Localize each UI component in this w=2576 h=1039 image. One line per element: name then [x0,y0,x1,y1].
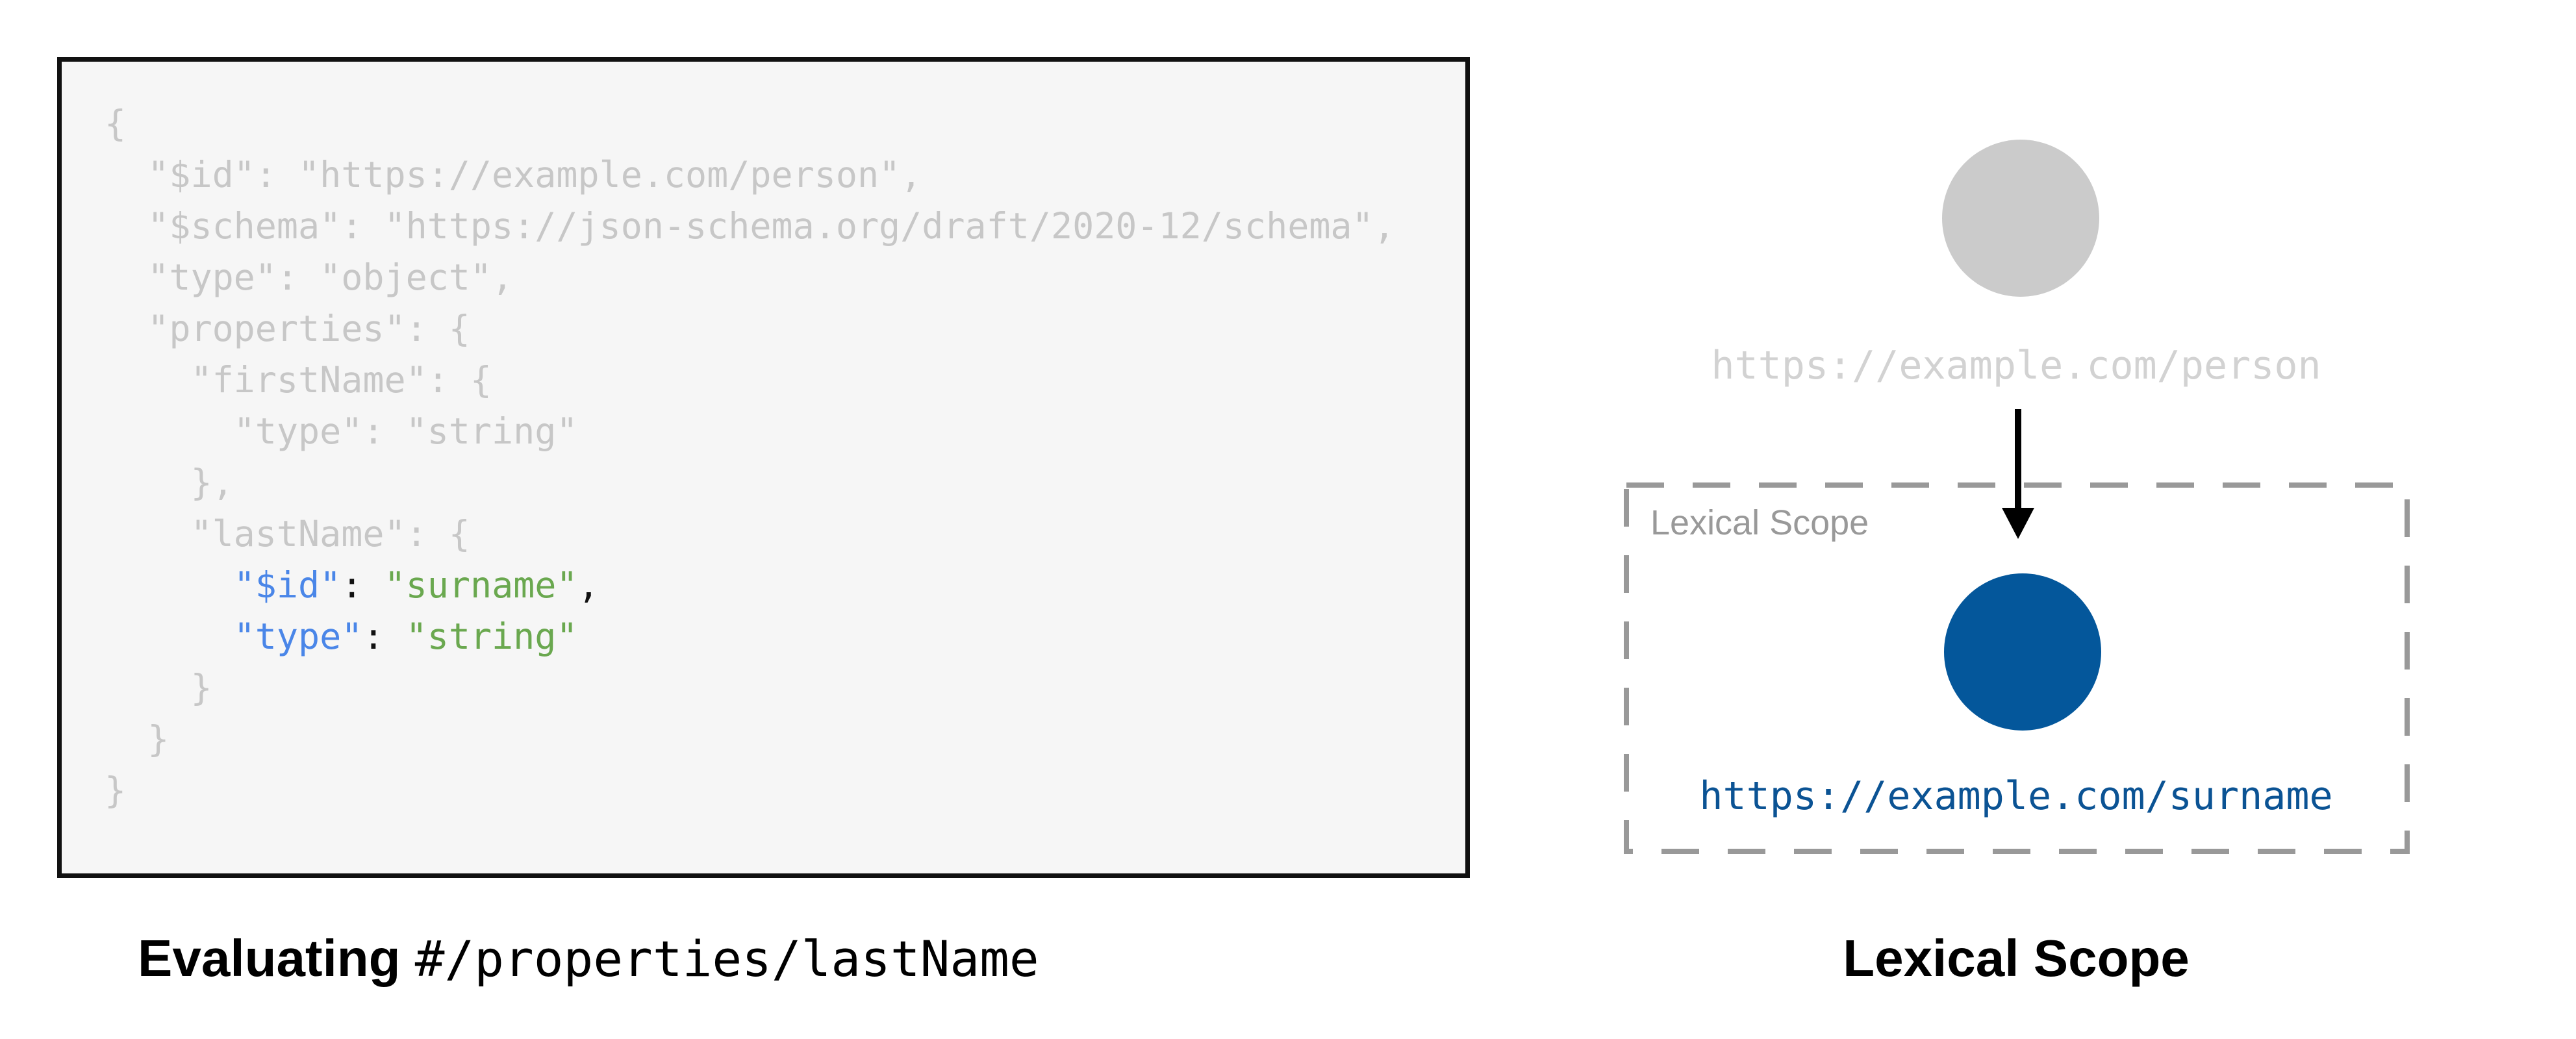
code-line: "$id": "https://example.com/person", [105,149,1452,201]
code-line: "type": "string" [105,406,1452,457]
down-arrow-icon [2002,409,2034,539]
code-line: "lastName": { [105,508,1452,560]
code-token: "type": "object", [105,257,514,298]
code-line: { [105,98,1452,149]
code-token: "properties": { [105,308,470,349]
code-token: } [105,718,170,760]
person-schema-node-circle [1942,140,2099,297]
code-token: "$schema": "https://json-schema.org/draf… [105,205,1395,247]
person-schema-uri-label: https://example.com/person [1711,343,2321,388]
caption-evaluating-label: Evaluating [138,929,415,987]
code-line: "type": "object", [105,252,1452,303]
left-figure-caption: Evaluating #/properties/lastName [138,930,1039,988]
code-token: "type" [233,616,363,657]
code-content: { "$id": "https://example.com/person", "… [105,98,1452,816]
code-token: "type": "string" [105,410,578,452]
code-line: "firstName": { [105,355,1452,406]
code-token [105,564,234,606]
right-figure-caption: Lexical Scope [1843,929,2190,987]
code-token: "$id": "https://example.com/person", [105,154,922,195]
caption-json-pointer: #/properties/lastName [414,930,1039,988]
code-token: : [362,616,406,657]
code-token: "$id" [233,564,342,606]
lexical-scope-dashed-box [1624,482,2410,854]
lexical-scope-box-label: Lexical Scope [1650,503,1869,542]
code-token: "firstName": { [105,359,492,401]
code-token: { [105,103,127,144]
code-line: "$id": "surname", [105,560,1452,611]
code-token: : [341,564,385,606]
code-token: } [105,667,212,708]
code-token: , [577,564,600,606]
code-token: "surname" [384,564,578,606]
code-line: } [105,662,1452,714]
code-token [105,616,234,657]
code-line: }, [105,457,1452,508]
code-token: "lastName": { [105,513,470,555]
code-token: "string" [405,616,578,657]
code-line: "properties": { [105,303,1452,355]
surname-schema-node-circle [1944,573,2101,731]
code-line: "type": "string" [105,611,1452,662]
code-token: }, [105,462,234,503]
code-line: } [105,765,1452,816]
json-schema-code-panel: { "$id": "https://example.com/person", "… [57,57,1470,878]
surname-schema-uri-label: https://example.com/surname [1699,773,2333,819]
code-line: "$schema": "https://json-schema.org/draf… [105,201,1452,252]
code-line: } [105,714,1452,765]
code-token: } [105,770,127,811]
